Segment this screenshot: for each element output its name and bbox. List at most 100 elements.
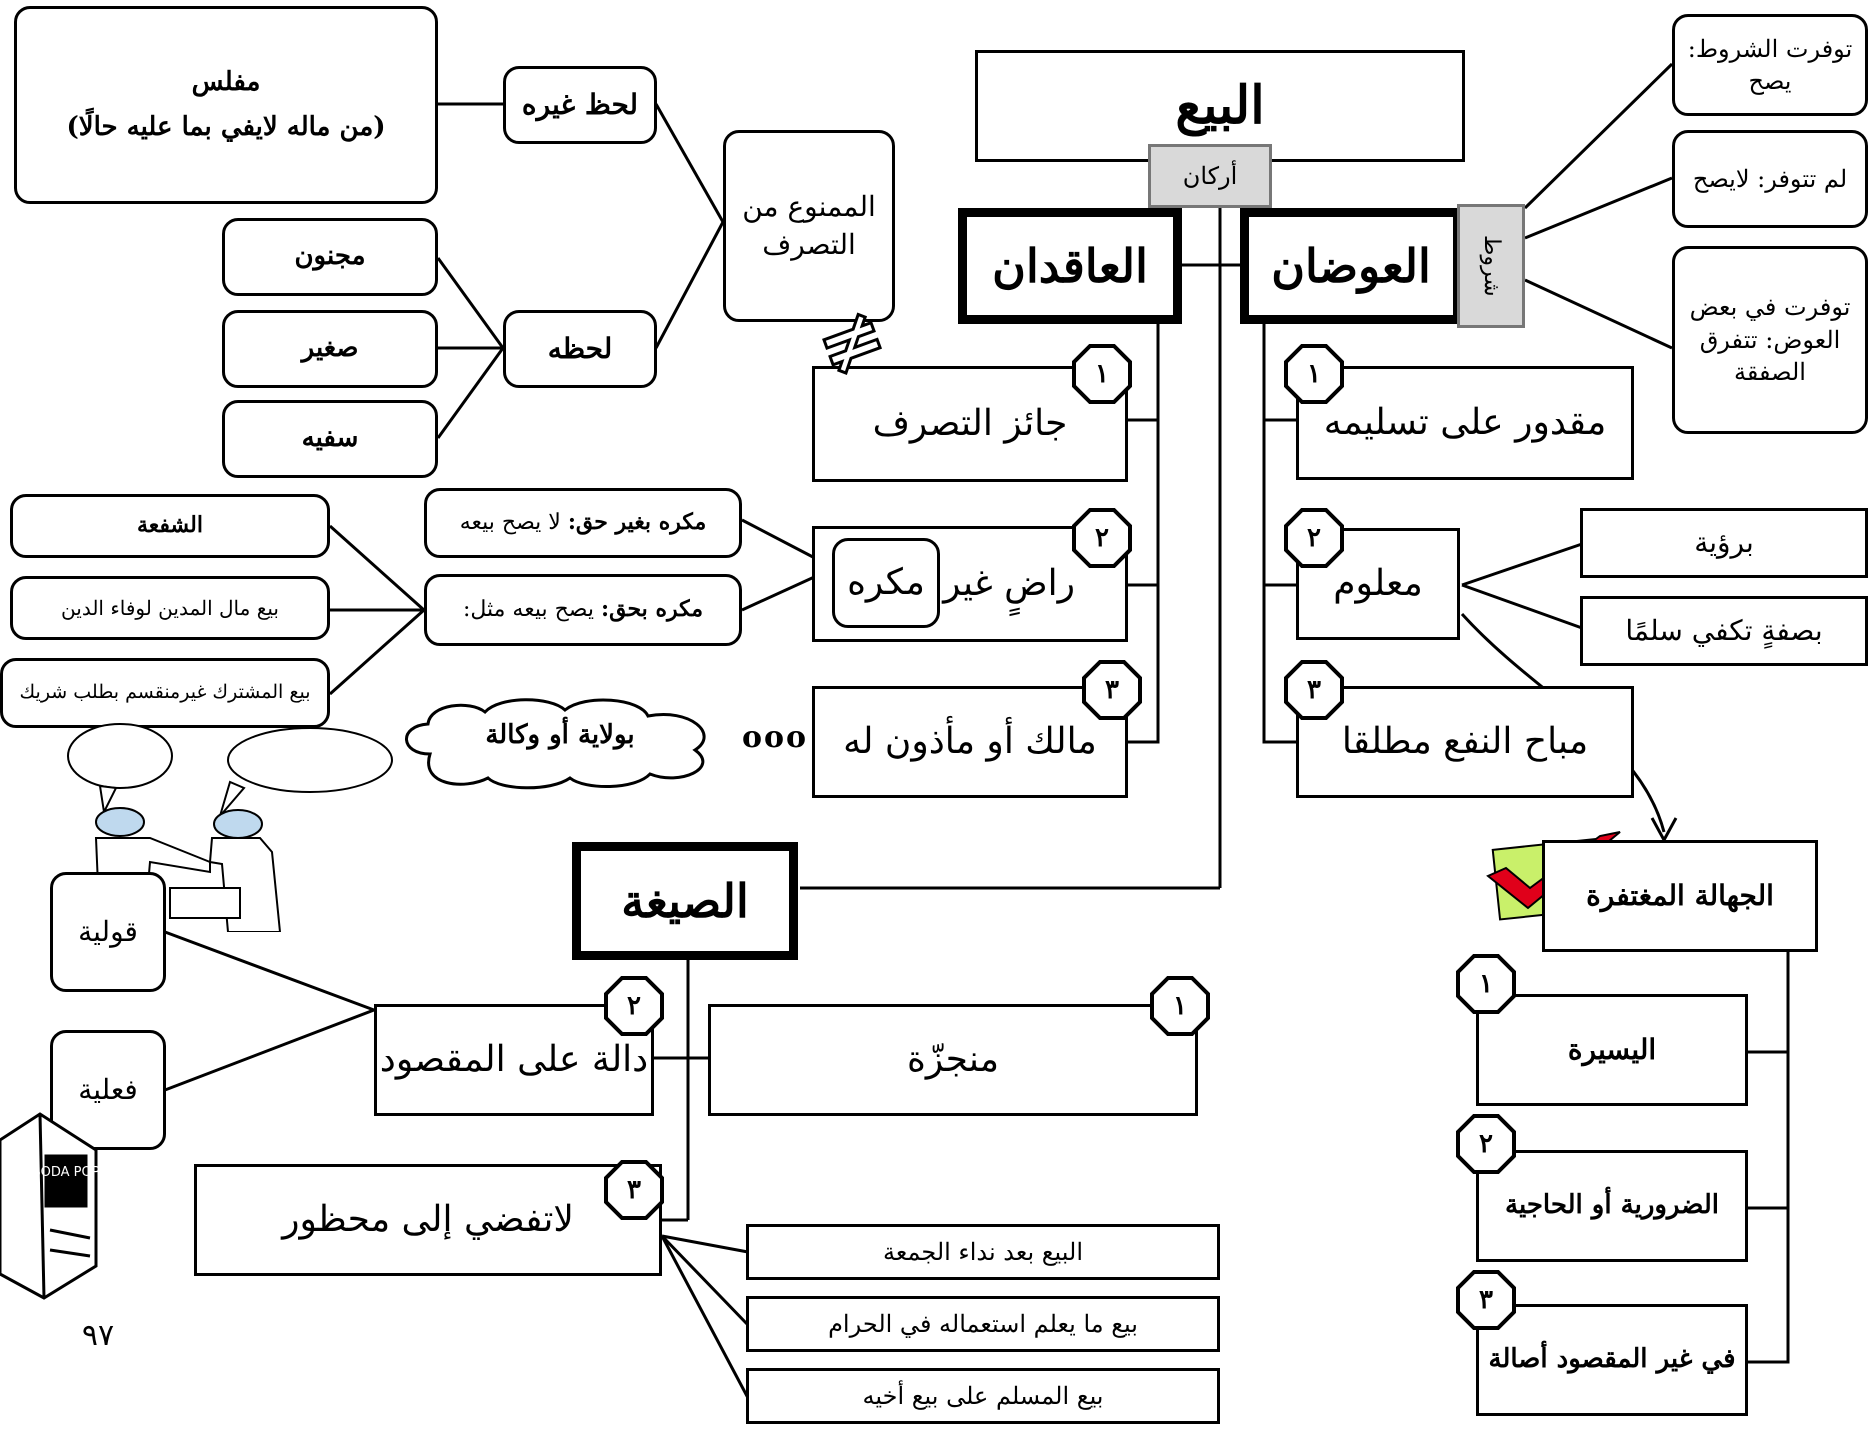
number-badge-label: ٣	[1479, 1285, 1493, 1315]
number-badge: ١	[1072, 344, 1132, 404]
number-badge: ٣	[1284, 660, 1344, 720]
jahala-box: الجهالة المغتفرة	[1542, 840, 1818, 952]
cloud-shape	[405, 698, 706, 790]
condition-partial-text: توفرت في بعض العوض: تتفرق الصفقة	[1689, 293, 1851, 387]
aqidan-text: العاقدان	[992, 238, 1148, 293]
jahala-item-3: في غير المقصود أصالة	[1476, 1304, 1748, 1416]
vending-text: SODA POP	[32, 1165, 99, 1180]
forbidden-sale-1: البيع بعد نداء الجمعة	[746, 1224, 1220, 1280]
sigha-item-2-text: دالة على المقصود	[379, 1038, 649, 1080]
wrongful-rest: لا يصح بيعه	[459, 510, 568, 536]
number-badge: ١	[1456, 954, 1516, 1014]
muflis-desc: (من ماله لايفي بما عليه حالًا)	[66, 112, 386, 142]
self-item-saghir: صغير	[222, 310, 438, 388]
aqidan-item-3: مالك أو مأذون له	[812, 686, 1128, 798]
forbidden-sale-3-text: بيع المسلم على بيع أخيه	[862, 1381, 1104, 1410]
number-badge-label: ١	[1095, 359, 1109, 389]
self-item-majnun: مجنون	[222, 218, 438, 296]
arkan-text: أركان	[1182, 161, 1238, 190]
jahala-item-2-text: الضرورية أو الحاجية	[1505, 1190, 1719, 1221]
mamnu-text: الممنوع من التصرف	[742, 190, 876, 261]
jahala-item-3-text: في غير المقصود أصالة	[1488, 1344, 1736, 1375]
jahala-text: الجهالة المغتفرة	[1586, 879, 1774, 913]
sigha-text: الصيغة	[621, 873, 749, 928]
jahala-item-2: الضرورية أو الحاجية	[1476, 1150, 1748, 1262]
sigha-item-1: منجزّة	[708, 1004, 1198, 1116]
muflis-title: مفلس	[191, 66, 261, 97]
mamnu-box: الممنوع من التصرف	[723, 130, 895, 322]
page-number: ٩٧	[68, 1318, 128, 1353]
example-debtor-text: بيع مال المدين لوفاء الدين	[61, 595, 279, 620]
number-badge-label: ١	[1307, 359, 1321, 389]
condition-valid-text: توفرت الشروط: يصح	[1687, 34, 1853, 95]
aqidan-item-3-text: مالك أو مأذون له	[843, 720, 1097, 762]
for-others-text: لحظ غيره	[521, 88, 639, 122]
form-actual: فعلية	[50, 1030, 166, 1150]
example-shared: بيع المشترك غيرمنقسم بطلب شريك	[0, 658, 330, 728]
condition-valid: توفرت الشروط: يصح	[1672, 14, 1868, 116]
sigha-item-1-text: منجزّة	[906, 1038, 1000, 1080]
aqidan-box: العاقدان	[958, 208, 1182, 324]
arkan-label: أركان	[1148, 144, 1272, 208]
for-self-text: لحظه	[547, 332, 613, 366]
self-item-majnun-text: مجنون	[294, 241, 366, 272]
knowledge-sight-text: برؤية	[1694, 526, 1754, 560]
condition-invalid-text: لم تتوفر: لايصح	[1692, 164, 1848, 193]
self-item-saghir-text: صغير	[301, 333, 359, 364]
muflis-box: مفلس (من ماله لايفي بما عليه حالًا)	[14, 6, 438, 204]
cloud-label: بولاية أو وكالة	[485, 720, 635, 750]
title-text: البيع	[1175, 74, 1265, 136]
rightful-bold: مكره بحق:	[601, 596, 704, 623]
forbidden-sale-2-text: بيع ما يعلم استعماله في الحرام	[828, 1309, 1138, 1338]
sigha-item-2: دالة على المقصود	[374, 1004, 654, 1116]
iwadan-item-2-text: معلوم	[1333, 562, 1423, 604]
aqidan-item-1-text: جائز التصرف	[872, 402, 1068, 444]
iwadan-text: العوضان	[1271, 238, 1431, 293]
number-badge-label: ١	[1479, 969, 1493, 999]
iwadan-item-1: مقدور على تسليمه	[1296, 366, 1634, 480]
forbidden-sale-2: بيع ما يعلم استعماله في الحرام	[746, 1296, 1220, 1352]
iwadan-item-1-text: مقدور على تسليمه	[1323, 401, 1607, 443]
number-badge: ٢	[1072, 508, 1132, 568]
number-badge-label: ٢	[1307, 523, 1321, 553]
forbidden-sale-1-text: البيع بعد نداء الجمعة	[883, 1237, 1084, 1266]
knowledge-description-text: بصفةٍ تكفي سلمًا	[1625, 614, 1823, 648]
rightful-coercion-box: مكره بحق: يصح بيعه مثل:	[424, 574, 742, 646]
for-others-box: لحظ غيره	[503, 66, 657, 144]
knowledge-sight: برؤية	[1580, 508, 1868, 578]
sigha-item-3: لاتفضي إلى محظور	[194, 1164, 662, 1276]
jahala-item-1-text: اليسيرة	[1567, 1033, 1657, 1067]
number-badge-label: ٣	[1307, 675, 1321, 705]
rightful-rest: يصح بيعه مثل:	[462, 597, 601, 623]
for-self-box: لحظه	[503, 310, 657, 388]
mukrah-box: مكره	[832, 538, 940, 628]
number-badge: ٣	[1456, 1270, 1516, 1330]
wrongful-bold: مكره بغير حق:	[567, 509, 707, 536]
form-verbal: قولية	[50, 872, 166, 992]
number-badge: ٣	[604, 1160, 664, 1220]
number-badge: ٢	[1284, 508, 1344, 568]
form-actual-text: فعلية	[78, 1073, 138, 1107]
number-badge-label: ٣	[1105, 675, 1119, 705]
number-badge: ١	[1150, 976, 1210, 1036]
dots-connector: ooo	[740, 720, 810, 760]
vending-machine-illustration: SODA POP	[0, 1112, 100, 1300]
sigha-item-3-text: لاتفضي إلى محظور	[282, 1198, 574, 1240]
page-number-text: ٩٧	[81, 1318, 115, 1353]
title-box: البيع	[975, 50, 1465, 162]
number-badge-label: ١	[1173, 991, 1187, 1021]
number-badge-label: ٣	[627, 1175, 641, 1205]
iwadan-item-3: مباح النفع مطلقا	[1296, 686, 1634, 798]
number-badge-label: ٢	[627, 991, 641, 1021]
form-verbal-text: قولية	[78, 915, 138, 949]
number-badge: ١	[1284, 344, 1344, 404]
number-badge: ٢	[604, 976, 664, 1036]
shorut-label: شروط	[1457, 204, 1525, 328]
example-shufaa-text: الشفعة	[137, 512, 203, 539]
wrongful-coercion-box: مكره بغير حق: لا يصح بيعه	[424, 488, 742, 558]
jahala-item-1: اليسيرة	[1476, 994, 1748, 1106]
dots-text: ooo	[741, 720, 809, 755]
condition-partial: توفرت في بعض العوض: تتفرق الصفقة	[1672, 246, 1868, 434]
iwadan-box: العوضان	[1240, 208, 1462, 324]
